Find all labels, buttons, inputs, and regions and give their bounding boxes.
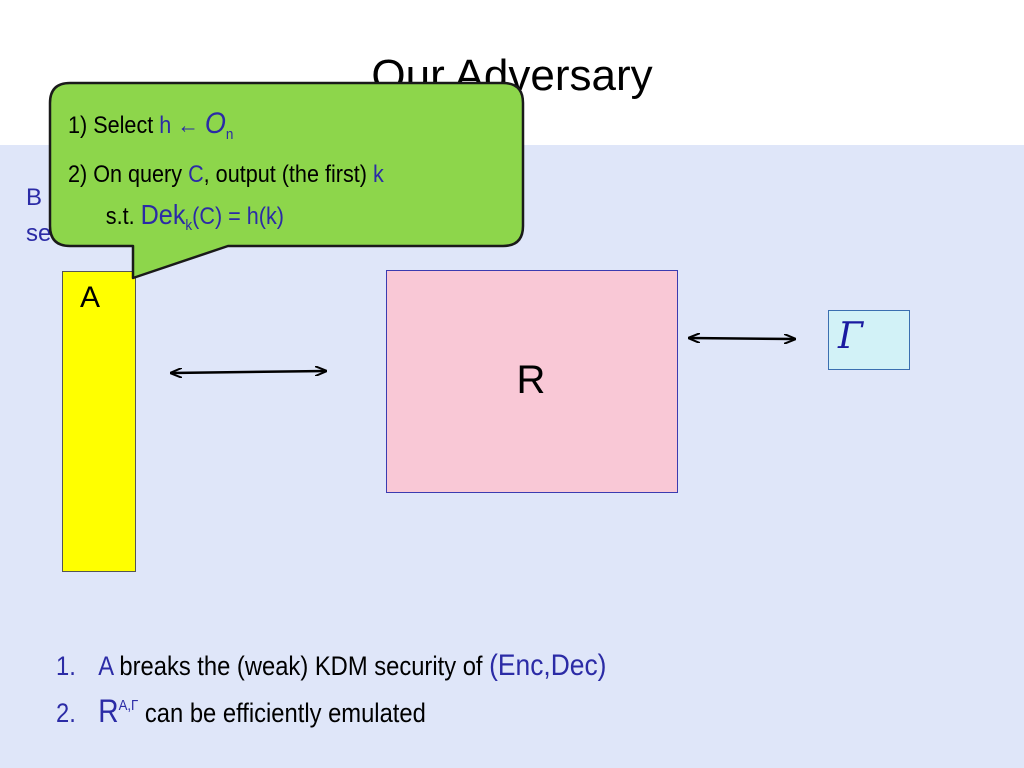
step-2-mid: , output (the first) [203, 161, 373, 188]
callout-text: 1) Select h ← On 2) On query C, output (… [68, 104, 464, 246]
partially-hidden-text-line-1: B [26, 184, 43, 211]
arrow-r-to-gamma [689, 338, 795, 339]
dek-subscript: k [185, 217, 193, 234]
gamma-box [828, 310, 910, 370]
oracle-subscript: n [225, 126, 234, 143]
adversary-box [62, 271, 136, 572]
reduction-superscript: A,Γ [118, 697, 139, 714]
var-k: k [372, 161, 384, 188]
left-arrow-icon: ← [171, 112, 205, 139]
var-h: h [159, 112, 172, 139]
callout-line-3: s.t. Dekk(C) = h(k) [68, 195, 464, 246]
enc-dec-ref: (Enc,Dec) [489, 649, 607, 682]
oracle-symbol: O [204, 107, 226, 140]
list-item: 2. RA,Γ can be efficiently emulated [56, 686, 606, 733]
dek-args: (C) = [192, 203, 247, 230]
list-number: 2. [56, 698, 76, 728]
reduction-ref: R [98, 693, 119, 729]
adversary-label: A [80, 281, 101, 314]
var-c: C [188, 161, 204, 188]
claims-list: 1. A breaks the (weak) KDM security of (E… [56, 646, 682, 733]
list-text: breaks the (weak) KDM security of [112, 651, 490, 681]
list-item: 1. A breaks the (weak) KDM security of (E… [56, 646, 606, 686]
reduction-box [386, 270, 678, 493]
dek-function: Dek [140, 199, 186, 230]
list-number: 1. [56, 651, 76, 681]
step-3-prefix: s.t. [105, 203, 141, 230]
step-1-prefix: 1) Select [68, 112, 160, 139]
callout-line-2: 2) On query C, output (the first) k [68, 155, 464, 195]
reduction-label: R [516, 358, 546, 402]
step-2-prefix: 2) On query [68, 161, 189, 188]
partially-hidden-text-line-2: se [26, 220, 52, 247]
arrow-a-to-r [171, 371, 326, 373]
adversary-ref: A [98, 651, 113, 681]
list-text: can be efficiently emulated [138, 698, 426, 728]
callout-line-1: 1) Select h ← On [68, 104, 464, 155]
gamma-label: Γ [838, 316, 863, 357]
h-of-k: h(k) [246, 203, 284, 230]
